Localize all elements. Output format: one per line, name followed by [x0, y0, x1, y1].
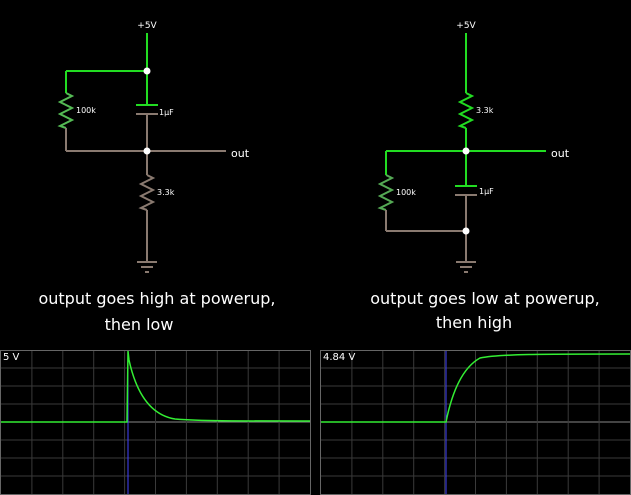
right-capacitor-label: 1μF: [479, 187, 494, 196]
right-node-bottom: [462, 227, 470, 235]
left-caption-line2: then low: [105, 315, 174, 334]
right-resistor-3.3k: [457, 92, 475, 129]
right-resistor-3.3k-label: 3.3k: [476, 106, 494, 115]
left-ground-symbol: [137, 261, 157, 273]
scope-left[interactable]: 5 V: [0, 350, 311, 495]
scope-left-trace: [0, 350, 311, 423]
right-circuit: +5V 3.3k out 100k 1μF output goes low at…: [370, 21, 599, 332]
right-supply-label: +5V: [456, 21, 476, 31]
scope-left-grid: [1, 351, 310, 495]
scope-left-max-label: 5 V: [3, 352, 20, 363]
left-circuit: +5V 100k 1μF out 3.3k output goes high: [38, 21, 275, 334]
right-caption-line1: output goes low at powerup,: [370, 289, 599, 308]
left-output-label: out: [231, 147, 250, 160]
left-capacitor-label: 1μF: [159, 108, 174, 117]
right-resistor-100k-label: 100k: [396, 188, 416, 197]
right-node-mid: [462, 147, 470, 155]
left-resistor-100k-label: 100k: [76, 106, 96, 115]
left-supply-label: +5V: [137, 21, 157, 31]
scope-right-max-label: 4.84 V: [323, 352, 355, 363]
right-resistor-100k: [377, 174, 395, 211]
left-resistor-3.3k: [138, 174, 156, 211]
right-output-label: out: [551, 147, 570, 160]
left-resistor-3.3k-label: 3.3k: [157, 188, 175, 197]
right-caption-line2: then high: [436, 313, 512, 332]
left-node-mid: [143, 147, 151, 155]
scope-right-trace: [321, 353, 631, 423]
left-node-top: [143, 67, 151, 75]
right-ground-symbol: [456, 261, 476, 273]
left-resistor-100k: [57, 92, 75, 129]
scope-right-grid: [321, 351, 630, 495]
scope-right[interactable]: 4.84 V: [321, 350, 631, 495]
left-caption-line1: output goes high at powerup,: [38, 289, 275, 308]
